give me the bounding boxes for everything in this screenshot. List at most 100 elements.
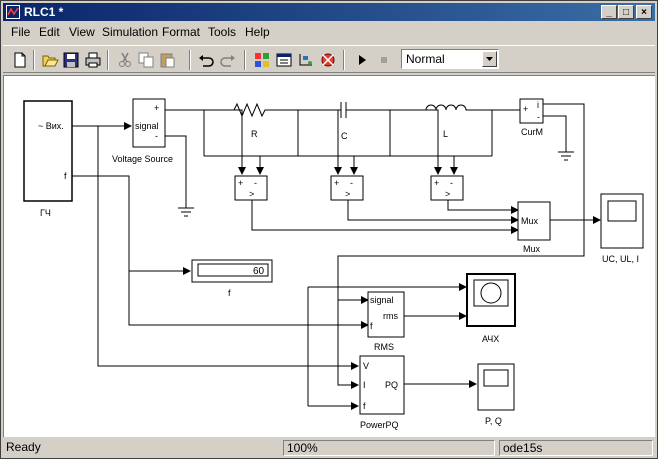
block-voltage-measurement-l[interactable]: + - > xyxy=(430,175,464,201)
capacitor-name: C xyxy=(341,131,348,141)
vm-r-minus: - xyxy=(254,178,257,188)
vm-r-out: > xyxy=(249,189,254,199)
open-folder-icon[interactable] xyxy=(41,51,59,69)
toolbar-separator xyxy=(33,50,35,70)
chevron-down-icon[interactable] xyxy=(482,51,497,67)
menu-format[interactable]: Format xyxy=(162,25,201,39)
save-icon[interactable] xyxy=(62,51,80,69)
block-diagram: ~ Вих. f ГЧ + signal - Voltage Source R xyxy=(23,98,644,430)
rms-signal-label: signal xyxy=(370,295,394,305)
minimize-button[interactable]: _ xyxy=(601,5,617,19)
close-button[interactable]: × xyxy=(636,5,652,19)
model-canvas[interactable]: ~ Вих. f ГЧ + signal - Voltage Source R xyxy=(3,75,655,437)
status-bar: Ready 100% ode15s xyxy=(3,439,655,457)
powerpq-f-label: f xyxy=(363,401,366,411)
copy-icon[interactable] xyxy=(137,51,155,69)
gch-f-port-label: f xyxy=(64,171,67,181)
scope2-name: P, Q xyxy=(485,416,502,426)
status-solver: ode15s xyxy=(499,440,653,456)
block-current-measurement[interactable]: + i - CurM xyxy=(519,98,544,137)
maximize-button[interactable]: □ xyxy=(618,5,634,19)
toolbar-separator xyxy=(107,50,109,70)
vm-r-plus: + xyxy=(238,178,243,188)
mux-name: Mux xyxy=(523,244,541,254)
stop-simulation-icon[interactable] xyxy=(375,51,393,69)
curm-minus: - xyxy=(537,112,540,122)
block-voltage-measurement-c[interactable]: + - > xyxy=(330,175,364,201)
toolbar: Normal xyxy=(3,45,655,73)
block-resistor[interactable]: R xyxy=(228,102,270,139)
block-capacitor[interactable]: C xyxy=(332,102,354,141)
model-explorer-icon[interactable] xyxy=(275,51,293,69)
menu-help[interactable]: Help xyxy=(245,25,270,39)
paste-icon[interactable] xyxy=(158,51,176,69)
vm-l-out: > xyxy=(445,189,450,199)
toolbar-separator xyxy=(244,50,246,70)
redo-icon[interactable] xyxy=(219,51,237,69)
rms-out-label: rms xyxy=(383,311,398,321)
vm-c-minus: - xyxy=(350,178,353,188)
vm-l-minus: - xyxy=(450,178,453,188)
library-browser-icon[interactable] xyxy=(253,51,271,69)
model-browser-icon[interactable] xyxy=(297,51,315,69)
block-rms[interactable]: signal rms f RMS xyxy=(367,291,405,352)
print-icon[interactable] xyxy=(84,51,102,69)
menu-view[interactable]: View xyxy=(69,25,95,39)
toolbar-separator xyxy=(343,50,345,70)
undo-icon[interactable] xyxy=(197,51,215,69)
block-scope-1[interactable]: UC, UL, I xyxy=(600,193,644,264)
vm-c-plus: + xyxy=(334,178,339,188)
powerpq-i-label: I xyxy=(363,380,366,390)
curm-plus: + xyxy=(523,104,528,114)
menu-bar: File Edit View Simulation Format Tools H… xyxy=(3,23,655,41)
powerpq-name: PowerPQ xyxy=(360,420,399,430)
resistor-name: R xyxy=(251,129,258,139)
block-scope-2[interactable]: P, Q xyxy=(477,363,515,426)
new-model-icon[interactable] xyxy=(11,51,29,69)
block-powerpq[interactable]: V I f PQ PowerPQ xyxy=(359,355,405,430)
start-simulation-icon[interactable] xyxy=(353,51,371,69)
vsource-plus: + xyxy=(154,103,159,113)
mux-label: Mux xyxy=(521,216,539,226)
block-xy-graph[interactable]: АЧХ xyxy=(466,273,516,344)
simulink-app-icon xyxy=(6,5,20,19)
menu-simulation[interactable]: Simulation xyxy=(102,25,159,39)
vm-l-plus: + xyxy=(434,178,439,188)
powerpq-v-label: V xyxy=(363,361,369,371)
block-voltage-measurement-r[interactable]: + - > xyxy=(234,175,268,201)
xy-name: АЧХ xyxy=(482,334,499,344)
vm-c-out: > xyxy=(345,189,350,199)
debug-icon[interactable] xyxy=(319,51,337,69)
block-gch[interactable]: ~ Вих. f ГЧ xyxy=(23,100,73,218)
simulation-mode-select[interactable]: Normal xyxy=(401,49,499,69)
block-mux[interactable]: Mux Mux xyxy=(517,201,551,254)
rms-f-label: f xyxy=(370,321,373,331)
block-voltage-source[interactable]: + signal - Voltage Source xyxy=(112,98,173,164)
block-inductor[interactable]: L xyxy=(420,104,470,139)
cut-icon[interactable] xyxy=(116,51,134,69)
ground-icon xyxy=(178,151,574,217)
menu-edit[interactable]: Edit xyxy=(39,25,60,39)
window-title: RLC1 * xyxy=(24,5,64,19)
vsource-name: Voltage Source xyxy=(112,154,173,164)
inductor-name: L xyxy=(443,129,448,139)
toolbar-separator xyxy=(189,50,191,70)
menu-file[interactable]: File xyxy=(11,25,31,39)
display-name: f xyxy=(228,288,231,298)
display-value: 60 xyxy=(253,266,265,277)
rms-name: RMS xyxy=(374,342,394,352)
vsource-minus: - xyxy=(155,131,158,141)
gch-name: ГЧ xyxy=(40,208,51,218)
curm-i: i xyxy=(537,100,539,110)
gch-out-port-label: ~ Вих. xyxy=(38,121,64,131)
menu-tools[interactable]: Tools xyxy=(208,25,237,39)
title-bar: RLC1 * _ □ × xyxy=(3,3,655,21)
curm-name: CurM xyxy=(521,127,543,137)
signal-lines xyxy=(72,103,601,410)
block-display[interactable]: 60 f xyxy=(191,259,273,298)
vsource-signal-label: signal xyxy=(135,121,159,131)
status-zoom: 100% xyxy=(283,440,495,456)
status-state: Ready xyxy=(6,440,41,454)
scope1-name: UC, UL, I xyxy=(602,254,639,264)
